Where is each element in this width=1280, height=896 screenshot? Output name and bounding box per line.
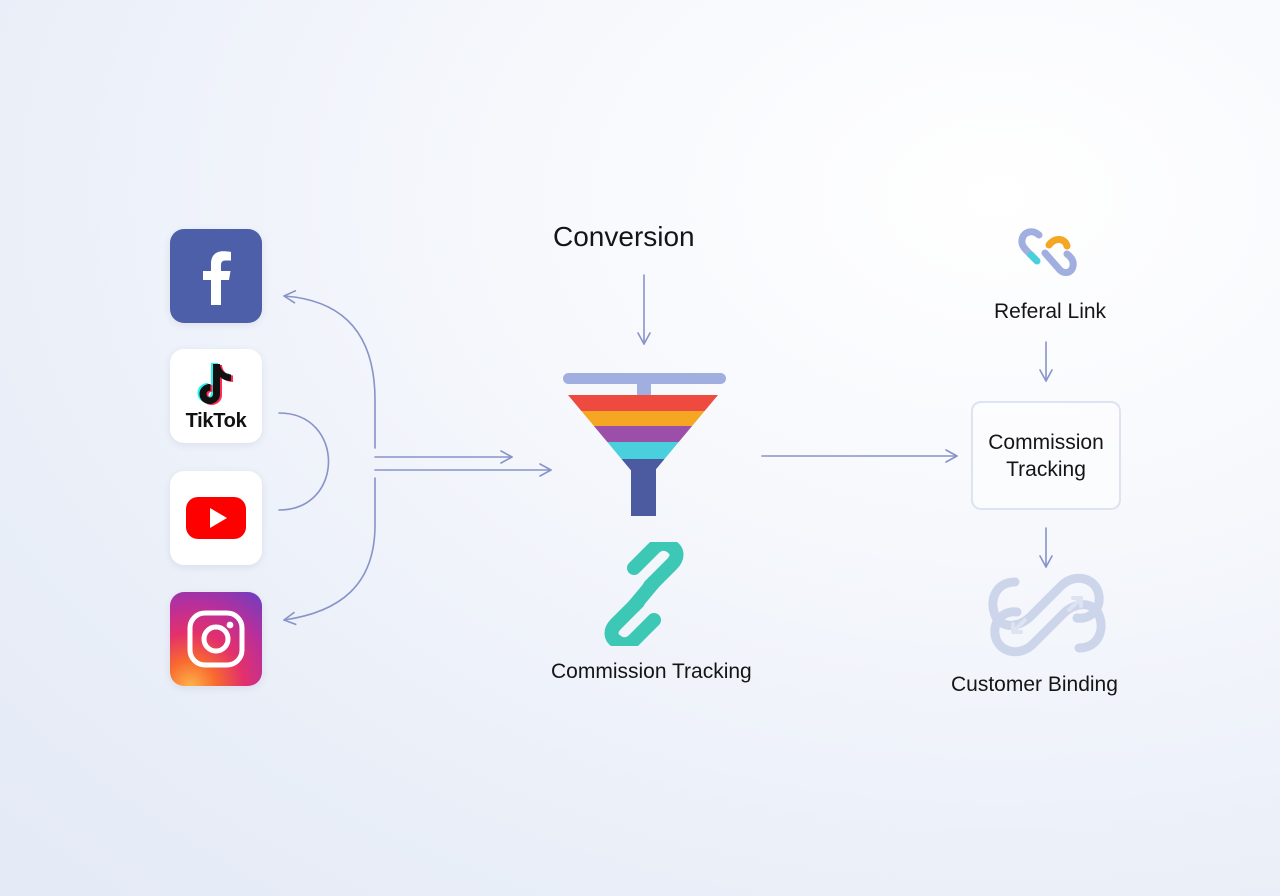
facebook-icon [203,251,231,305]
instagram-tile [170,592,262,686]
tiktok-youtube-bracket [278,412,330,511]
conversion-title: Conversion [553,221,695,252]
customer-binding-icon [988,573,1106,657]
youtube-icon [186,497,246,539]
arrow-to-facebook [283,290,376,449]
arrow-to-instagram [283,477,376,626]
facebook-tile [170,229,262,323]
commission-tracking-caption: Commission Tracking [551,660,752,683]
tiktok-tile: TikTok [170,349,262,443]
tiktok-icon [197,362,233,405]
chain-link-icon [604,542,684,646]
tiktok-wordmark: TikTok [185,409,247,432]
referral-link-icon [1018,228,1077,277]
referral-link-label: Referal Link [994,300,1107,323]
youtube-tile [170,471,262,565]
funnel-icon [563,373,726,516]
commission-tracking-box-label: Commission Tracking [988,430,1104,481]
commission-tracking-box: Commission Tracking [971,401,1121,510]
customer-binding-label: Customer Binding [951,673,1118,696]
instagram-icon [187,610,245,668]
